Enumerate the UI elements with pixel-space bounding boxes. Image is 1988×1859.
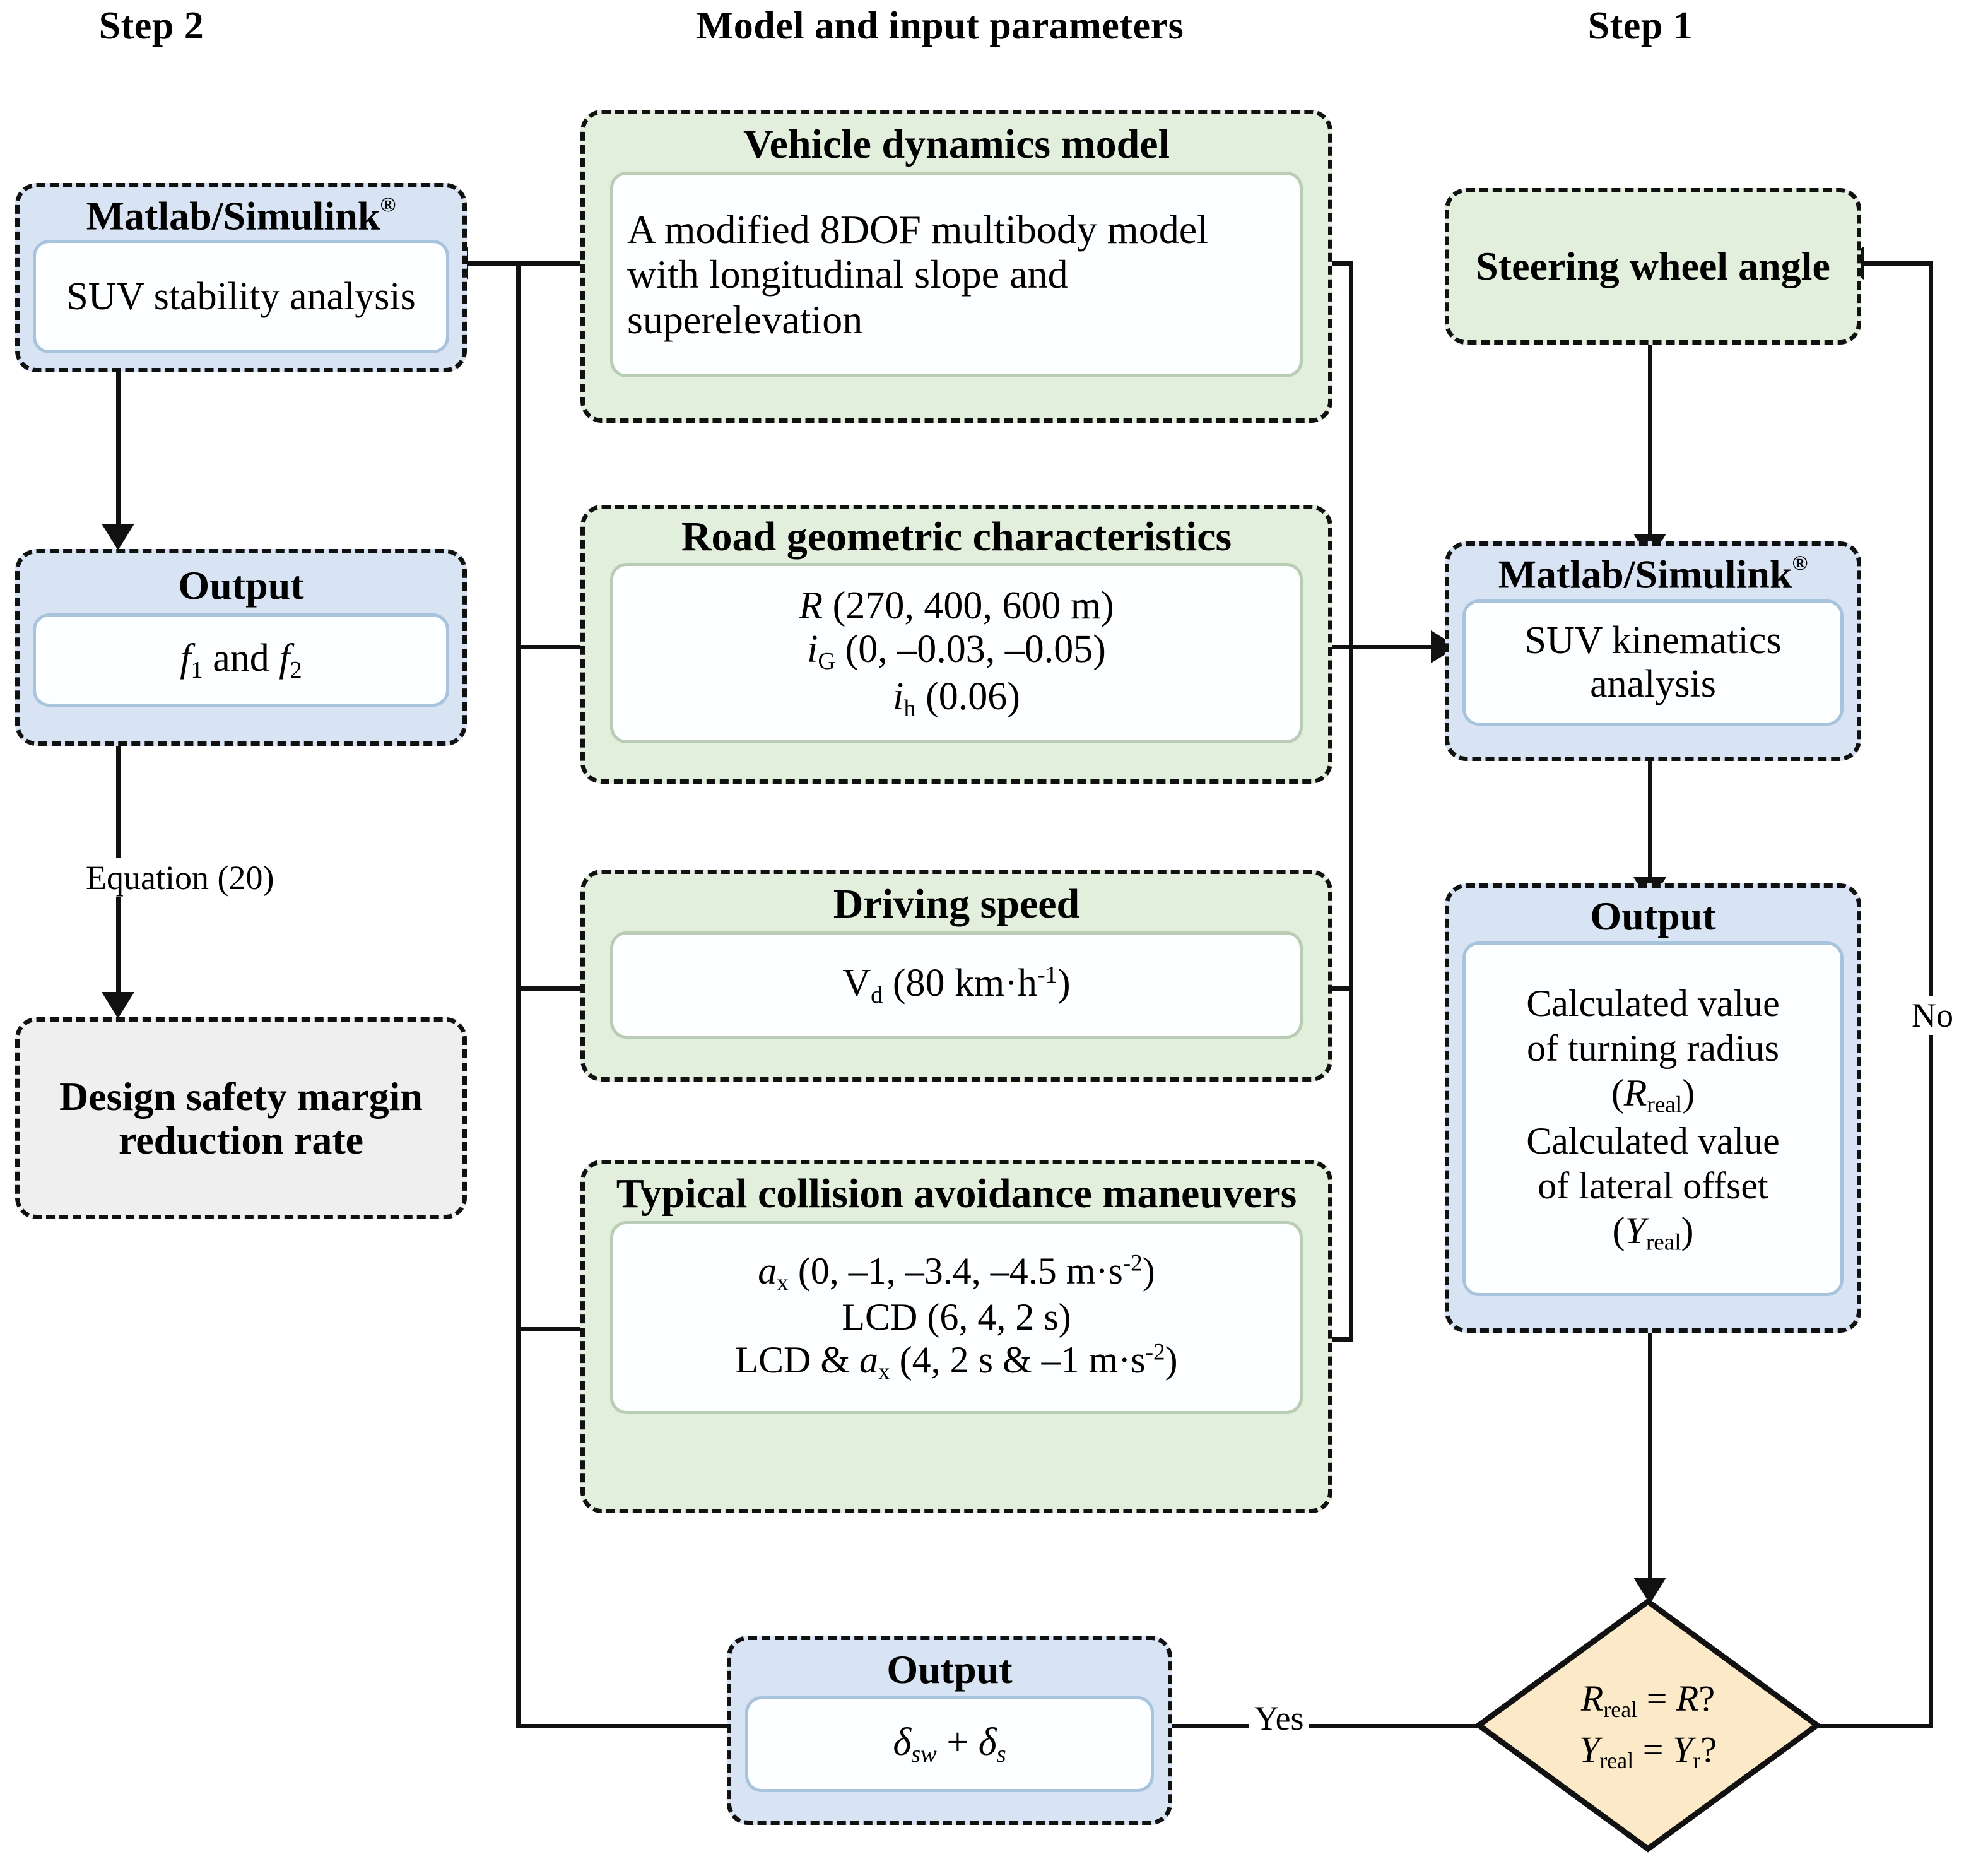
node-matlab-simulink-stability[interactable]: Matlab/Simulink® SUV stability analysis — [15, 183, 467, 372]
node-output-f[interactable]: Output f1 and f2 — [15, 549, 467, 746]
connector-output-to-decision — [1648, 1331, 1652, 1584]
inner-output-f-values: f1 and f2 — [33, 613, 449, 707]
node-output-delta[interactable]: Output δsw + δs — [727, 1636, 1172, 1825]
decision-line-2: Yreal = Yr? — [1579, 1729, 1717, 1774]
node-title-steering-wheel-angle: Steering wheel angle — [1476, 244, 1830, 289]
column-title-step2: Step 2 — [98, 4, 204, 47]
maneuver-line-2: LCD (6, 4, 2 s) — [842, 1296, 1071, 1338]
column-title-center: Model and input parameters — [696, 4, 1184, 47]
node-title-output-calc: Output — [1590, 894, 1716, 938]
registered-mark-icon: ® — [380, 193, 396, 216]
road-geometry-line-1: R (270, 400, 600 m) — [799, 584, 1114, 627]
node-title-matlab-stability: Matlab/Simulink® — [86, 193, 396, 239]
node-title-matlab-kinematics: Matlab/Simulink® — [1498, 552, 1808, 597]
inner-collision-maneuvers-values: ax (0, –1, –3.4, –4.5 m·s-2) LCD (6, 4, … — [610, 1220, 1303, 1414]
node-title-output-delta: Output — [886, 1647, 1013, 1692]
connector-stub-speed-left — [516, 986, 585, 991]
inner-driving-speed-value: Vd (80 km·h-1) — [610, 931, 1303, 1039]
connector-decision-no-out — [1817, 1724, 1933, 1728]
calc-line-5: of lateral offset — [1538, 1164, 1768, 1207]
connector-no-to-steering — [1862, 261, 1933, 266]
inner-suv-stability-analysis: SUV stability analysis — [33, 240, 449, 354]
edge-label-yes: Yes — [1249, 1699, 1309, 1738]
node-typical-collision-avoidance-maneuvers[interactable]: Typical collision avoidance maneuvers ax… — [580, 1160, 1332, 1513]
arrowhead-output-to-margin — [102, 992, 134, 1018]
node-driving-speed[interactable]: Driving speed Vd (80 km·h-1) — [580, 870, 1332, 1082]
connector-decision-yes — [1171, 1724, 1479, 1728]
node-title-road-geometry: Road geometric characteristics — [681, 514, 1232, 560]
connector-stability-to-output — [116, 372, 121, 530]
inner-road-geometry-values: R (270, 400, 600 m) iG (0, –0.03, –0.05)… — [610, 563, 1303, 744]
node-title-driving-speed: Driving speed — [833, 881, 1080, 927]
decision-diamond-text: Rreal = R? Yreal = Yr? — [1475, 1598, 1821, 1853]
connector-bus-to-kinematics — [1282, 645, 1433, 649]
connector-left-bus — [516, 261, 521, 1728]
calc-line-4: Calculated value — [1526, 1120, 1780, 1162]
node-output-calculated-values[interactable]: Output Calculated value of turning radiu… — [1445, 883, 1861, 1333]
inner-vehicle-dynamics-body: A modified 8DOF multibody model with lon… — [610, 172, 1303, 378]
decision-line-1: Rreal = R? — [1580, 1678, 1715, 1723]
connector-stub-road-left — [516, 645, 585, 649]
node-title-vehicle-dynamics: Vehicle dynamics model — [743, 121, 1170, 167]
connector-stub-maneuver-left — [516, 1327, 585, 1331]
inner-output-delta-value: δsw + δs — [745, 1696, 1154, 1793]
decision-diamond-shape — [1475, 1598, 1821, 1853]
node-matlab-simulink-kinematics[interactable]: Matlab/Simulink® SUV kinematics analysis — [1445, 541, 1861, 761]
node-road-geometric-characteristics[interactable]: Road geometric characteristics R (270, 4… — [580, 505, 1332, 784]
connector-bus-to-output-delta — [516, 1724, 731, 1728]
edge-label-equation: Equation (20) — [81, 858, 279, 897]
node-vehicle-dynamics-model[interactable]: Vehicle dynamics model A modified 8DOF m… — [580, 110, 1332, 423]
node-decision-diamond[interactable]: Rreal = R? Yreal = Yr? — [1475, 1598, 1821, 1853]
registered-mark-icon-2: ® — [1792, 552, 1808, 575]
calc-line-2: of turning radius — [1527, 1027, 1779, 1070]
road-geometry-line-2: iG (0, –0.03, –0.05) — [807, 628, 1106, 675]
node-title-design-margin: Design safety margin reduction rate — [59, 1073, 423, 1162]
node-title-output-f: Output — [178, 563, 304, 608]
connector-no-riser — [1929, 261, 1933, 1728]
calc-line-3: (Rreal) — [1611, 1071, 1695, 1118]
node-title-collision-maneuvers: Typical collision avoidance maneuvers — [616, 1171, 1297, 1217]
calc-line-6: (Yreal) — [1612, 1209, 1694, 1256]
column-title-step1: Step 1 — [1587, 4, 1693, 47]
connector-kinematics-to-output — [1648, 760, 1652, 883]
maneuver-line-3: LCD & ax (4, 2 s & –1 m·s-2) — [735, 1338, 1178, 1384]
calc-line-1: Calculated value — [1526, 983, 1780, 1025]
connector-stub-vehicle-left — [516, 261, 585, 266]
arrowhead-stability-to-output — [102, 524, 134, 550]
inner-suv-kinematics-analysis: SUV kinematics analysis — [1462, 599, 1844, 726]
node-design-safety-margin[interactable]: Design safety margin reduction rate — [15, 1017, 467, 1219]
edge-label-no: No — [1907, 996, 1958, 1035]
road-geometry-line-3: ih (0.06) — [893, 675, 1020, 722]
connector-steering-to-kinematics — [1648, 345, 1652, 540]
maneuver-line-1: ax (0, –1, –3.4, –4.5 m·s-2) — [758, 1250, 1155, 1296]
inner-output-calc-values: Calculated value of turning radius (Rrea… — [1462, 941, 1844, 1297]
connector-bus-to-stability — [467, 261, 519, 266]
connector-right-bus — [1349, 261, 1353, 1342]
node-steering-wheel-angle[interactable]: Steering wheel angle — [1445, 188, 1861, 345]
